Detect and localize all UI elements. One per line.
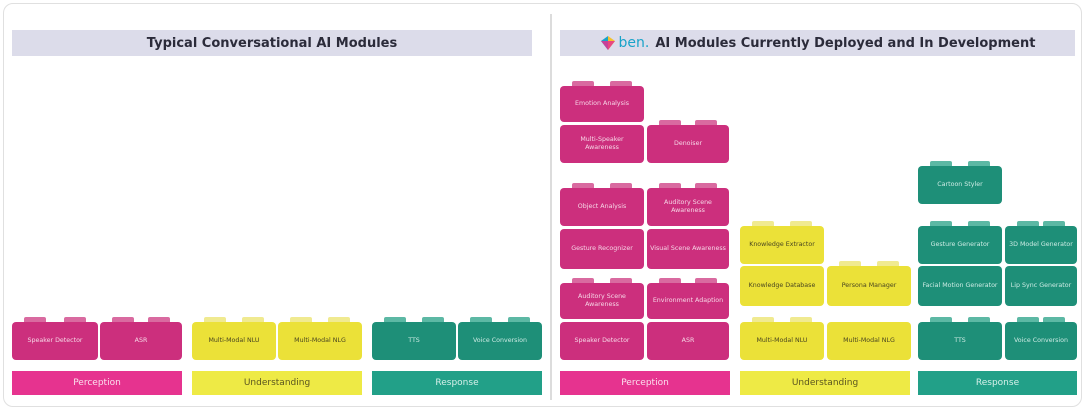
module-facial-motion-generator: Facial Motion Generator (918, 266, 1002, 306)
module-cartoon-styler: Cartoon Styler (918, 161, 1002, 204)
module-voice-conversion-right: Voice Conversion (1005, 317, 1077, 360)
category-understanding: Understanding (192, 371, 362, 395)
module-multi-modal-nlu: Multi-Modal NLU (192, 317, 276, 360)
module-knowledge-database: Knowledge Database (740, 266, 824, 306)
left-panel-title: Typical Conversational AI Modules (12, 30, 532, 56)
module-multi-modal-nlg: Multi-Modal NLG (278, 317, 362, 360)
category-perception: Perception (12, 371, 182, 395)
category-perception-right: Perception (560, 371, 730, 395)
module-multi-modal-nlg-right: Multi-Modal NLG (827, 322, 911, 360)
ben-logo-text: ben. (618, 35, 650, 51)
module-object-analysis: Object Analysis (560, 183, 644, 226)
module-multi-speaker-awareness: Multi-Speaker Awareness (560, 125, 644, 163)
module-knowledge-extractor: Knowledge Extractor (740, 221, 824, 264)
ben-logo: ben. (600, 35, 650, 51)
module-3d-model-generator: 3D Model Generator (1005, 221, 1077, 264)
module-asr: ASR (100, 317, 182, 360)
module-speaker-detector: Speaker Detector (12, 317, 98, 360)
module-denoiser: Denoiser (647, 120, 729, 163)
module-asr-right: ASR (647, 322, 729, 360)
module-gesture-generator: Gesture Generator (918, 221, 1002, 264)
module-emotion-analysis: Emotion Analysis (560, 81, 644, 122)
left-title-text: Typical Conversational AI Modules (146, 35, 398, 51)
module-gesture-recognizer: Gesture Recognizer (560, 229, 644, 269)
module-speaker-detector-right: Speaker Detector (560, 322, 644, 360)
module-persona-manager: Persona Manager (827, 261, 911, 306)
category-response: Response (372, 371, 542, 395)
module-lip-sync-generator: Lip Sync Generator (1005, 266, 1077, 306)
ben-logo-icon (600, 36, 615, 50)
module-auditory-scene-awareness-1: Auditory Scene Awareness (560, 278, 644, 319)
module-voice-conversion: Voice Conversion (458, 317, 542, 360)
category-understanding-right: Understanding (740, 371, 910, 395)
module-multi-modal-nlu-right: Multi-Modal NLU (740, 317, 824, 360)
module-auditory-scene-awareness-2: Auditory Scene Awareness (647, 183, 729, 226)
right-title-text: AI Modules Currently Deployed and In Dev… (655, 35, 1036, 51)
module-environment-adaption: Environment Adaption (647, 278, 729, 319)
right-panel-title: ben. AI Modules Currently Deployed and I… (560, 30, 1075, 56)
module-tts: TTS (372, 317, 456, 360)
category-response-right: Response (918, 371, 1077, 395)
module-tts-right: TTS (918, 317, 1002, 360)
panel-divider (550, 14, 552, 400)
module-visual-scene-awareness: Visual Scene Awareness (647, 229, 729, 269)
